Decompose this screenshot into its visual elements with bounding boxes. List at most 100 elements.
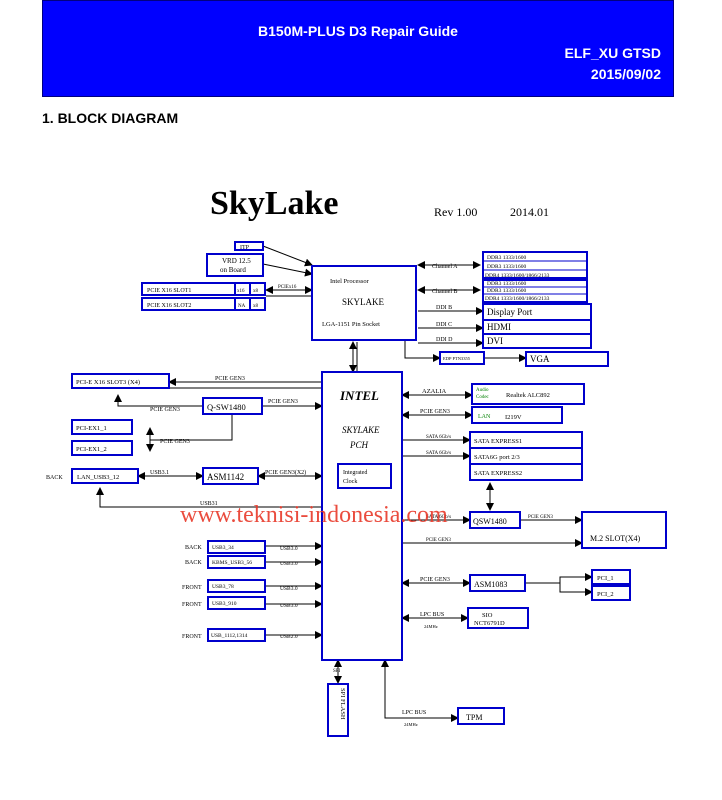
usb3-34-box <box>207 540 266 554</box>
ddr-b-3: DDR4 1333/1600/1866/2133 <box>485 296 550 302</box>
pcie-gen3-ex1: PCIE GEN3 <box>160 439 190 445</box>
pcie-slot1-x8-box <box>249 282 266 296</box>
qsw1480-box <box>469 511 521 529</box>
author-label: ELF_XU GTSD <box>564 45 661 61</box>
pci-ex1-2-box <box>71 440 133 456</box>
dvi-label: DVI <box>487 336 503 346</box>
pcie-x16-label: PCIEx16 <box>278 285 297 290</box>
mhz-label-sio: 24MHz <box>424 624 438 629</box>
lpc-bus-label-sio: LPC BUS <box>420 612 444 618</box>
revision-label: Rev 1.00 <box>434 205 477 219</box>
front-label-2: FRONT <box>182 602 202 608</box>
back-label-1: BACK <box>185 545 202 551</box>
watermark-text: www.teknisi-indonesia.com <box>180 502 448 528</box>
audio-codec-box <box>471 383 585 405</box>
q-sw1480-box <box>202 397 263 415</box>
tpm-box <box>457 707 505 725</box>
usb3-34-label: USB3_34 <box>212 545 234 551</box>
ddr-a-2: DDR3 1333/1600 <box>487 264 527 270</box>
kbms-usb3-56-label: KBMS_USB3_56 <box>212 560 252 566</box>
cpu-line3: LGA-1151 Pin Socket <box>322 321 380 328</box>
channel-a-label: Channel A <box>432 264 458 270</box>
pcie-gen3-qsw-right: PCIE GEN3 <box>268 399 298 405</box>
ddr-channel-a-box <box>482 251 588 279</box>
revision-date: 2014.01 <box>510 205 549 219</box>
slot1-x8: x8 <box>253 289 259 294</box>
edp-label: EDP PTN3355 <box>443 356 471 361</box>
pci-2-label: PCI_2 <box>597 591 614 598</box>
spi-flash-box <box>327 683 349 737</box>
usb31b-label: USB31 <box>200 501 218 507</box>
usb-1112-label: USB_1112,1314 <box>211 633 248 639</box>
document-title: B150M-PLUS D3 Repair Guide <box>258 23 458 39</box>
vrd-box <box>206 253 264 277</box>
asm1142-box <box>202 467 259 485</box>
pci-ex1-2-label: PCI-EX1_2 <box>76 446 107 453</box>
pch-line2: PCH <box>349 440 369 450</box>
pch-box <box>321 371 403 661</box>
sata-6gb-3: SATA 6Gb/s <box>426 515 451 520</box>
pci-ex1-1-box <box>71 419 133 435</box>
cpu-line1: Intel Processor <box>330 278 370 285</box>
connector-lines <box>96 245 593 722</box>
intel-label: INTEL <box>339 388 379 403</box>
asm1083-box <box>469 574 526 592</box>
back-label-2: BACK <box>185 560 202 566</box>
ddr-a-1: DDR3 1333/1600 <box>487 255 527 261</box>
usb20-label: USB2.0 <box>280 634 298 640</box>
realtek-label: Realtek ALC892 <box>506 392 550 399</box>
dvi-box <box>482 333 592 349</box>
lan-usb3-box <box>71 468 139 484</box>
usb3-910-label: USB3_910 <box>212 601 237 607</box>
cpu-family-title: SkyLake <box>210 185 339 222</box>
back-label-lan: BACK <box>46 475 63 481</box>
lpc-bus-label-tpm: LPC BUS <box>402 710 426 716</box>
front-label-1: FRONT <box>182 585 202 591</box>
pch-line1: SKYLAKE <box>342 425 380 435</box>
ddi-c-label: DDI C <box>436 322 452 328</box>
sata-express2-box <box>469 463 583 481</box>
ddr-b-2: DDR3 1333/1600 <box>487 288 527 294</box>
usb31-label: USB3.1 <box>150 470 169 476</box>
sata-express1-label: SATA EXPRESS1 <box>474 438 522 445</box>
qsw1480-label: QSW1480 <box>473 517 507 526</box>
usb30-label-3: USB3.0 <box>280 586 298 592</box>
pcie-gen3-qsw2: PCIE GEN3 <box>528 515 553 520</box>
slot2-x8: x8 <box>253 304 259 309</box>
i219v-label: I219V <box>505 414 522 421</box>
ddr-a-3: DDR4 1333/1600/1866/2133 <box>485 273 550 279</box>
pcie-gen3-x2-label: PCIE GEN3(X2) <box>265 469 306 476</box>
lan-box <box>471 406 563 424</box>
vrd-line2: on Board <box>220 266 246 274</box>
audio-line2: Codec <box>476 395 490 400</box>
cpu-line2: SKYLAKE <box>342 297 385 307</box>
slot1-x16: x16 <box>237 289 245 294</box>
sio-line2: NCT6791D <box>474 620 505 627</box>
kbms-usb3-56-box <box>207 555 266 569</box>
pcie-gen3-qsw-left: PCIE GEN3 <box>150 407 180 413</box>
q-sw1480-label: Q-SW1480 <box>207 402 246 412</box>
display-port-label: Display Port <box>487 307 533 317</box>
usb3-910-box <box>207 596 266 610</box>
mhz-label-tpm: 24MHz <box>404 722 418 727</box>
sata-express2-label: SATA EXPRESS2 <box>474 470 522 477</box>
vga-box <box>525 351 609 367</box>
pcie-slot2-x8-box <box>249 297 266 311</box>
sata6g-port-label: SATA6G port 2/3 <box>474 454 520 461</box>
spi-flash-label: SPI FLASH <box>339 688 346 720</box>
pcie-slot2-label: PCIE X16 SLOT2 <box>147 303 191 309</box>
pcie-gen3-m2: PCIE GEN3 <box>426 538 451 543</box>
m2-slot-label: M.2 SLOT(X4) <box>590 534 641 543</box>
pcie-gen3-lan: PCIE GEN3 <box>420 409 450 415</box>
usb3-78-label: USB3_78 <box>212 584 234 590</box>
pcie-slot1-label: PCIE X16 SLOT1 <box>147 288 191 294</box>
pci-ex1-1-label: PCI-EX1_1 <box>76 425 107 432</box>
m2-slot-box <box>581 511 667 549</box>
slot2-na: NA <box>238 304 246 309</box>
ddr-b-1: DDR3 1333/1600 <box>487 281 527 287</box>
pci-1-label: PCI_1 <box>597 575 614 582</box>
pcie-gen3-asm1083: PCIE GEN3 <box>420 577 450 583</box>
integrated-clock-box <box>337 463 392 489</box>
lan-label: LAN <box>478 414 491 420</box>
